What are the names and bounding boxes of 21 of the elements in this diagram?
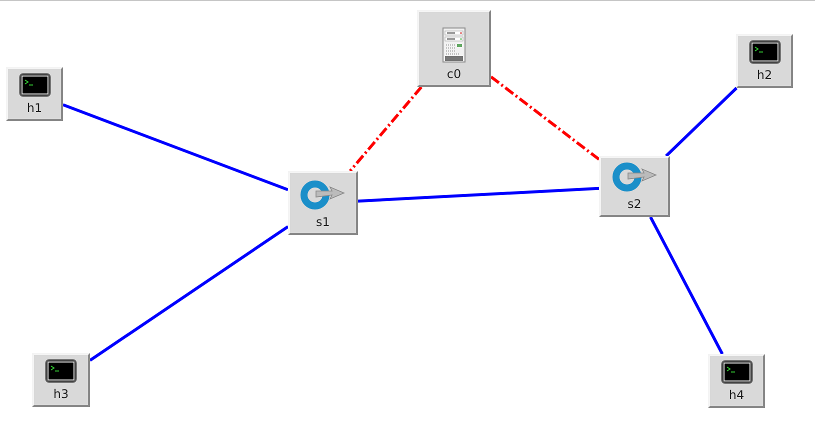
node-label: h1 <box>26 101 42 115</box>
node-label: s1 <box>316 215 330 229</box>
link-line <box>665 86 738 158</box>
node-label: h4 <box>728 388 744 402</box>
link-line <box>358 186 600 203</box>
node-label: h3 <box>53 387 69 401</box>
controller-box <box>417 10 491 87</box>
switch-box <box>288 171 358 235</box>
switch-box <box>599 156 670 217</box>
host-box <box>6 67 63 121</box>
node-label: c0 <box>446 67 462 81</box>
dashed-link <box>348 86 422 172</box>
link-line <box>649 216 724 355</box>
node-label: h2 <box>756 68 772 82</box>
dashed-link <box>490 76 600 161</box>
host-box <box>708 354 765 408</box>
link-line <box>62 103 289 192</box>
host-box <box>32 353 90 407</box>
link-line <box>89 225 289 362</box>
node-label: s2 <box>628 197 642 211</box>
host-box <box>736 34 793 88</box>
